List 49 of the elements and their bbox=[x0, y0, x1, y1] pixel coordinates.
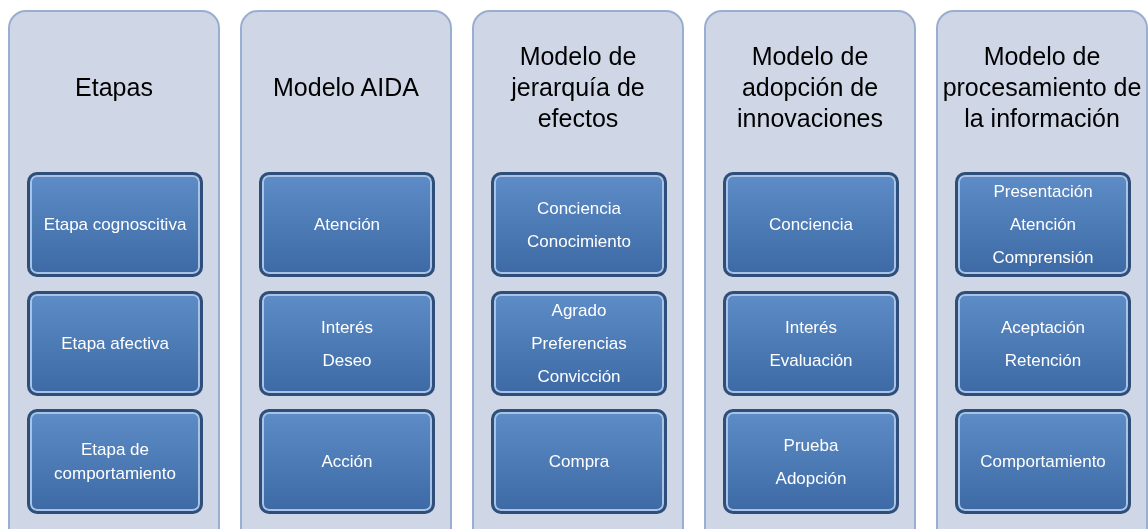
stage-box bbox=[27, 172, 203, 277]
column-panel bbox=[8, 10, 220, 529]
stage-text: Agrado bbox=[551, 300, 607, 322]
stage-text: Etapa cognoscitiva bbox=[43, 213, 187, 236]
column-panel bbox=[472, 10, 684, 529]
stage-box bbox=[27, 409, 203, 514]
stage-text: Prueba bbox=[783, 434, 839, 457]
stage-box bbox=[259, 172, 435, 277]
stage-box bbox=[955, 409, 1131, 514]
stage-text: Preferencias bbox=[531, 333, 627, 355]
stage-box bbox=[491, 291, 667, 396]
column-title: Modelo de jerarquía de efectos bbox=[509, 40, 646, 134]
stage-box bbox=[27, 291, 203, 396]
column-panel bbox=[240, 10, 452, 529]
stage-box bbox=[955, 291, 1131, 396]
stage-box bbox=[259, 291, 435, 396]
column-title: Modelo de procesamiento de la información bbox=[942, 40, 1142, 134]
column-title: Modelo de adopción de innovaciones bbox=[736, 40, 884, 134]
stage-text: Interés bbox=[321, 316, 373, 339]
stage-box bbox=[723, 291, 899, 396]
stage-box bbox=[259, 409, 435, 514]
stage-text: Convicción bbox=[537, 366, 621, 388]
stage-box bbox=[955, 172, 1131, 277]
stage-text: Atención bbox=[1009, 214, 1077, 236]
stage-text: Presentación bbox=[993, 181, 1093, 203]
stage-box bbox=[723, 409, 899, 514]
stage-text: Etapa afectiva bbox=[61, 332, 169, 355]
column-title: Modelo AIDA bbox=[273, 71, 419, 103]
stage-text: Evaluación bbox=[769, 349, 853, 372]
stage-text: Acción bbox=[321, 450, 373, 473]
stage-text: Interés bbox=[785, 316, 837, 339]
stage-text: Comportamiento bbox=[980, 450, 1106, 473]
stage-text: Retención bbox=[1004, 349, 1082, 372]
stage-box bbox=[491, 172, 667, 277]
stage-text: Adopción bbox=[775, 467, 847, 490]
stage-text: Aceptación bbox=[1000, 316, 1086, 339]
stage-text: Etapa de comportamiento bbox=[53, 438, 177, 485]
stage-box bbox=[491, 409, 667, 514]
stage-text: Atención bbox=[313, 213, 381, 236]
stage-box bbox=[723, 172, 899, 277]
stage-text: Conciencia bbox=[768, 213, 854, 236]
stage-text: Compra bbox=[548, 450, 610, 473]
column-title: Etapas bbox=[75, 71, 153, 103]
column-panel bbox=[704, 10, 916, 529]
stage-text: Conciencia bbox=[536, 197, 622, 220]
stage-text: Deseo bbox=[322, 349, 372, 372]
stage-text: Conocimiento bbox=[527, 230, 631, 253]
column-panel bbox=[936, 10, 1148, 529]
stage-text: Comprensión bbox=[992, 247, 1094, 269]
